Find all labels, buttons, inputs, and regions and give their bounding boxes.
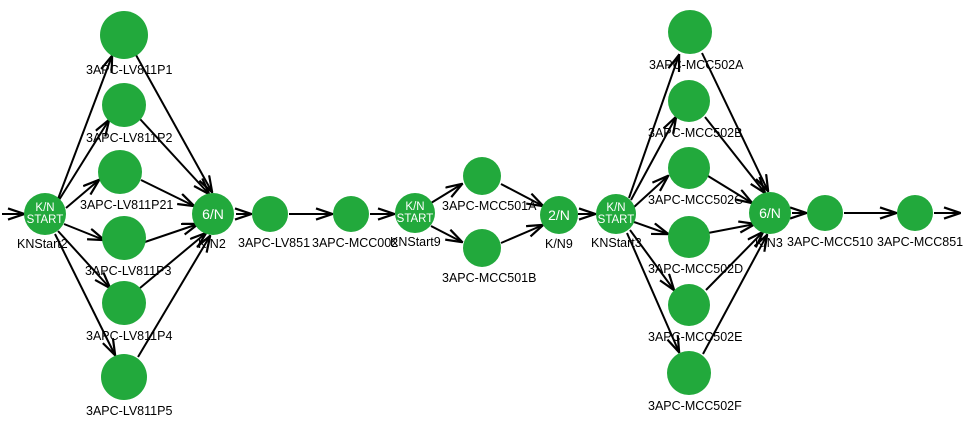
edge-knstart9-to-mcc501b [430, 225, 462, 242]
node-label-mcc510: 3APC-MCC510 [787, 235, 874, 249]
node-label-lv811p2: 3APC-LV811P2 [86, 131, 173, 145]
node-label-lv811p5: 3APC-LV811P5 [86, 404, 173, 418]
node-label-mcc502e: 3APC-MCC502E [648, 330, 743, 344]
node-inner-text: K/N START [396, 201, 434, 225]
node-inner-text: 2/N [548, 206, 570, 223]
node-label-mcc502f: 3APC-MCC502F [648, 399, 742, 413]
node-knstart2[interactable]: K/N START [24, 193, 66, 235]
edge-mcc502c-to-kn3 [707, 175, 752, 203]
node-label-lv851: 3APC-LV851 [238, 236, 311, 250]
node-mcc502c[interactable] [668, 147, 710, 189]
node-label-knstart9: KNStart9 [390, 235, 441, 249]
edge-mcc502e-to-kn3 [705, 232, 763, 291]
node-knstart9[interactable]: K/N START [395, 193, 435, 233]
node-kn3[interactable]: 6/N [749, 192, 791, 234]
edge-mcc502a-to-kn3 [701, 52, 768, 191]
node-inner-text: 6/N [759, 204, 781, 221]
node-mcc502b[interactable] [668, 80, 710, 122]
node-label-mcc502d: 3APC-MCC502D [648, 262, 744, 276]
edge-knstart3-to-mcc502c [633, 176, 668, 208]
node-label-mcc502b: 3APC-MCC502B [648, 126, 743, 140]
node-lv811p1[interactable] [100, 11, 148, 59]
edge-mcc502f-to-kn3 [702, 235, 767, 355]
node-label-mcc002: 3APC-MCC002 [312, 236, 399, 250]
edge-lv811p4-to-kn2 [139, 233, 206, 289]
node-mcc502d[interactable] [668, 216, 710, 258]
edge-knstart2-to-lv811p2 [58, 120, 109, 201]
node-mcc502f[interactable] [667, 351, 711, 395]
node-inner-text: K/N START [597, 202, 635, 226]
node-mcc851[interactable] [897, 195, 933, 231]
edge-lv811p2-to-kn2 [139, 118, 209, 194]
edge-lv811p3-to-kn2 [141, 224, 198, 244]
edge-knstart2-to-lv811p4 [57, 230, 110, 288]
edge-mcc501b-to-kn9 [500, 225, 543, 244]
node-lv811p2[interactable] [102, 83, 146, 127]
edge-knstart2-to-lv811p5 [54, 233, 115, 355]
node-label-kn3: K/N3 [755, 236, 783, 250]
edge-lv811p5-to-kn2 [137, 236, 210, 358]
node-label-kn2: K/N2 [198, 237, 226, 251]
node-mcc502a[interactable] [668, 10, 712, 54]
edge-lv811p21-to-kn2 [140, 179, 194, 206]
node-kn9[interactable]: 2/N [540, 196, 578, 234]
node-label-mcc502a: 3APC-MCC502A [649, 58, 744, 72]
node-lv851[interactable] [252, 196, 288, 232]
node-label-knstart3: KNStart3 [591, 236, 642, 250]
edge-mcc501a-to-kn9 [500, 183, 543, 206]
edge-mcc502b-to-kn3 [704, 116, 765, 193]
node-label-lv811p3: 3APC-LV811P3 [85, 264, 172, 278]
edge-knstart9-to-mcc501a [430, 184, 462, 204]
node-inner-text: 6/N [202, 205, 224, 222]
edge-knstart3-to-mcc502f [626, 232, 679, 352]
node-label-lv811p21: 3APC-LV811P21 [80, 198, 174, 212]
edge-knstart3-to-mcc502a [628, 55, 679, 199]
edge-mcc502d-to-kn3 [707, 224, 755, 234]
edge-knstart3-to-mcc502d [633, 221, 668, 234]
node-mcc501b[interactable] [463, 229, 501, 267]
edge-knstart2-to-lv811p1 [57, 56, 112, 200]
node-lv811p21[interactable] [98, 150, 142, 194]
node-label-mcc502c: 3APC-MCC502C [648, 193, 744, 207]
edge-knstart3-to-mcc502e [629, 229, 674, 290]
node-lv811p3[interactable] [102, 216, 146, 260]
node-knstart3[interactable]: K/N START [596, 194, 636, 234]
node-label-mcc501b: 3APC-MCC501B [442, 271, 537, 285]
node-mcc510[interactable] [807, 195, 843, 231]
edge-knstart3-to-mcc502b [630, 117, 676, 201]
node-lv811p4[interactable] [102, 281, 146, 325]
node-mcc501a[interactable] [463, 157, 501, 195]
node-label-mcc501a: 3APC-MCC501A [442, 199, 537, 213]
node-label-lv811p4: 3APC-LV811P4 [86, 329, 173, 343]
node-kn2[interactable]: 6/N [192, 193, 234, 235]
node-label-lv811p1: 3APC-LV811P1 [86, 63, 173, 77]
node-mcc502e[interactable] [668, 284, 710, 326]
node-lv811p5[interactable] [101, 354, 147, 400]
node-label-kn9: K/N9 [545, 237, 573, 251]
node-inner-text: K/N START [26, 202, 64, 226]
node-mcc002[interactable] [333, 196, 369, 232]
edge-knstart2-to-lv811p3 [63, 223, 104, 240]
edge-lv811p1-to-kn2 [135, 54, 212, 192]
edge-knstart2-to-lv811p21 [65, 180, 99, 209]
node-label-knstart2: KNStart2 [17, 237, 68, 251]
node-label-mcc851: 3APC-MCC851 [877, 235, 964, 249]
